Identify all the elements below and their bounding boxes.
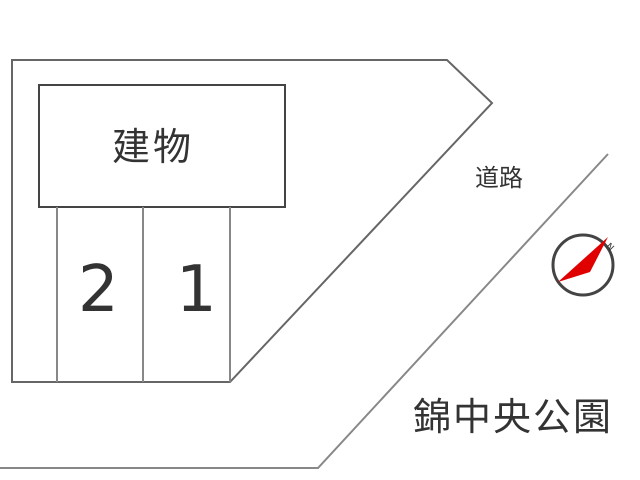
compass-needle — [558, 237, 608, 282]
building-label: 建物 — [112, 125, 195, 169]
compass-icon: N — [551, 233, 615, 297]
compass-north-label: N — [603, 242, 615, 254]
park-boundary — [0, 153, 609, 469]
parking-space-2-label: 2 — [78, 253, 119, 327]
building-outline — [38, 84, 286, 208]
lot-outline — [11, 59, 494, 383]
park-label: 錦中央公園 — [413, 395, 614, 439]
road-label: 道路 — [475, 164, 523, 192]
parking-space-1-label: 1 — [176, 253, 217, 327]
